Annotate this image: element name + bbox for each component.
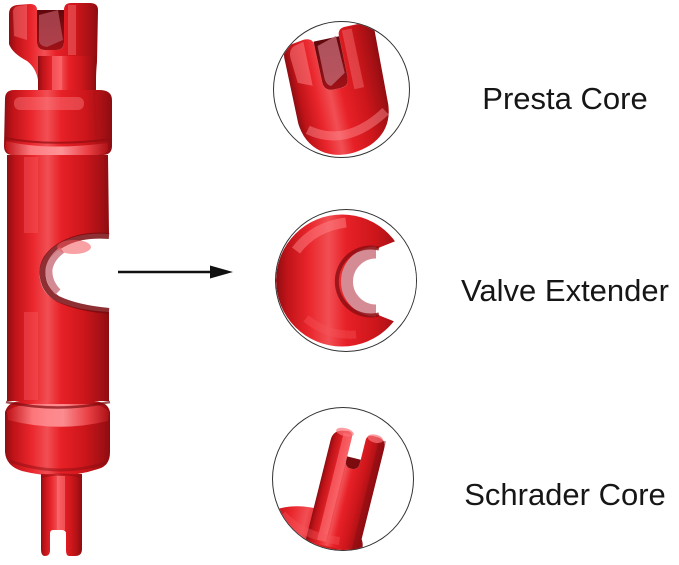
tool-neck [38, 56, 96, 92]
valve-extender-notch-closeup-shape [276, 214, 416, 347]
tool-body [7, 155, 110, 401]
schrader-driver-tip [40, 473, 83, 556]
schrader-core-closeup [272, 407, 414, 551]
hex-nut-upper [4, 90, 113, 155]
presta-core-closeup [273, 21, 410, 158]
callout-label-extender: Valve Extender [461, 273, 669, 308]
right-arrow-icon [118, 265, 233, 279]
valve-extender-closeup [275, 209, 417, 352]
hex-nut-lower [5, 400, 111, 476]
callout-label-schrader: Schrader Core [464, 477, 666, 512]
valve-tool-photo [4, 3, 113, 556]
schrader-tip-closeup-shape [273, 427, 386, 550]
presta-fork-closeup-shape [283, 22, 389, 155]
callout-label-presta: Presta Core [482, 81, 648, 116]
